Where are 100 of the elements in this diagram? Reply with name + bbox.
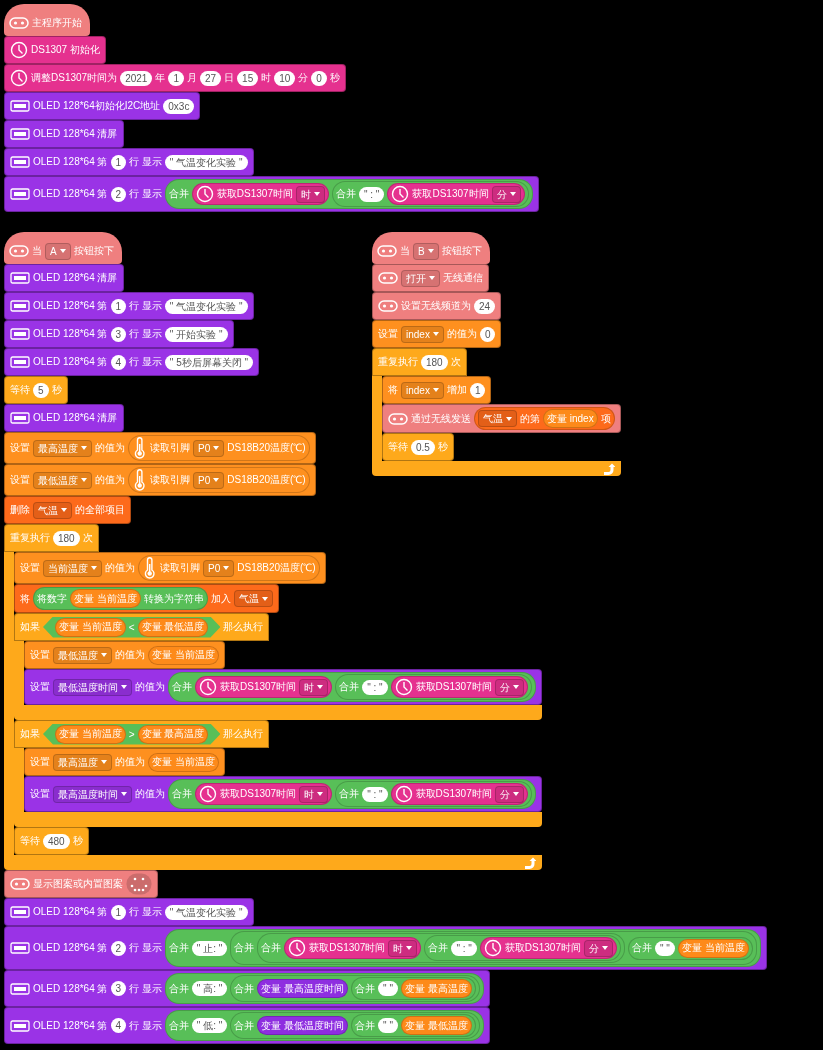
hat-block <box>4 4 90 36</box>
number-field: 0x3c <box>163 98 195 114</box>
block-label: 设置无线频道为 <box>401 299 471 313</box>
block-label: OLED 128*64 第 <box>33 905 108 919</box>
block-label: 行 显示 <box>129 1018 162 1033</box>
block-label: 变量 最低温度 <box>141 620 205 634</box>
block-label: 转换为字符串 <box>143 591 204 606</box>
reporter-block <box>257 933 625 963</box>
command-block <box>4 1007 490 1044</box>
number-field: 0 <box>311 70 327 86</box>
dropdown: 时 <box>299 785 329 803</box>
block-label: 合并 <box>261 941 282 955</box>
block-label: 变量 最高温度 <box>404 981 468 996</box>
command-block <box>4 376 68 404</box>
number-field: 5 <box>33 382 49 398</box>
command-block <box>4 92 201 120</box>
command-block <box>4 432 316 464</box>
block-label: 年 <box>155 71 166 85</box>
reporter-block <box>479 937 617 959</box>
text-field: " : " <box>451 940 477 956</box>
command-block <box>24 776 542 812</box>
number-field: 0 <box>479 326 496 342</box>
block-label: 秒 <box>329 71 340 85</box>
reporter-block <box>128 435 310 461</box>
reporter-block <box>335 781 532 807</box>
dropdown: 气温 <box>233 590 273 607</box>
command-block <box>24 641 225 669</box>
text-field: " 气温变化实验 " <box>164 154 248 170</box>
text-field: " 开始实验 " <box>164 326 228 342</box>
command-block <box>14 827 89 855</box>
block-label: 合并 <box>234 1018 255 1033</box>
reporter-block <box>191 183 329 205</box>
block-label: 将 <box>20 591 30 606</box>
reporter-block <box>335 674 532 700</box>
command-block <box>382 376 492 404</box>
block-label: 日 <box>224 71 235 85</box>
dropdown: A <box>45 242 71 260</box>
command-block <box>14 552 326 584</box>
variable-block <box>400 979 472 998</box>
block-label: 设置 <box>30 787 50 801</box>
block-label: 变量 当前温度 <box>74 591 137 606</box>
block-label: 合并 <box>172 787 192 801</box>
command-block <box>4 898 254 926</box>
block-label: 的全部项目 <box>75 503 125 517</box>
block-label: 合并 <box>355 1018 376 1033</box>
block-label: OLED 128*64 清屏 <box>33 271 118 285</box>
reporter-block <box>33 587 208 610</box>
block-label: 合并 <box>168 1018 189 1033</box>
text-field: " 气温变化实验 " <box>164 298 248 314</box>
variable-block <box>257 1016 349 1035</box>
reporter-block <box>128 467 310 493</box>
command-block <box>4 926 767 970</box>
block-label: OLED 128*64 第 <box>33 941 108 955</box>
dropdown: P0 <box>193 471 225 489</box>
dropdown: 分 <box>491 185 521 203</box>
block-label: 合并 <box>168 941 189 955</box>
hat-block <box>4 232 122 264</box>
dropdown: 气温 <box>33 501 72 519</box>
command-block <box>4 496 131 524</box>
reporter-block <box>230 931 757 965</box>
dropdown: P0 <box>193 439 225 457</box>
block-label: OLED 128*64 第 <box>33 981 108 996</box>
if-block <box>14 720 542 827</box>
number-field: 0.5 <box>411 439 435 455</box>
block-label: OLED 128*64 第 <box>33 327 108 341</box>
block-label: 合并 <box>339 787 360 801</box>
command-block <box>4 404 124 432</box>
block-label: 设置 <box>10 473 30 487</box>
dropdown: index <box>401 325 444 343</box>
number-field: 1 <box>110 298 127 314</box>
block-label: 获取DS1307时间 <box>309 941 386 955</box>
block-label: 合并 <box>234 941 255 955</box>
block-label: 行 显示 <box>129 327 162 341</box>
number-field: 15 <box>237 70 259 86</box>
number-field: 2 <box>110 940 127 956</box>
dropdown: 时 <box>296 185 325 203</box>
reporter-block <box>164 1010 484 1041</box>
block-label: OLED 128*64 清屏 <box>33 127 118 141</box>
block-label: 获取DS1307时间 <box>415 787 492 801</box>
reporter-block <box>230 975 480 1002</box>
block-label: 合并 <box>339 680 360 694</box>
block-label: 的第 <box>520 411 540 426</box>
text-field: " 低: " <box>191 1018 228 1033</box>
block-label: 合并 <box>168 981 189 996</box>
variable-block <box>257 979 349 998</box>
dropdown: P0 <box>203 559 235 577</box>
variable-block <box>70 589 141 608</box>
dropdown: 最低温度时间 <box>53 678 132 696</box>
block-label: 合并 <box>428 941 449 955</box>
dropdown: 最高温度时间 <box>53 785 132 803</box>
block-label: 读取引脚 <box>160 561 200 575</box>
command-block <box>382 433 454 461</box>
block-label: 按钮按下 <box>73 244 114 258</box>
dropdown: 气温 <box>478 410 517 427</box>
block-label: OLED 128*64 第 <box>33 355 108 369</box>
reporter-block <box>230 1012 480 1039</box>
text-field: " : " <box>362 786 388 802</box>
dropdown: B <box>413 242 439 260</box>
if-block <box>14 613 542 720</box>
command-block <box>4 292 254 320</box>
